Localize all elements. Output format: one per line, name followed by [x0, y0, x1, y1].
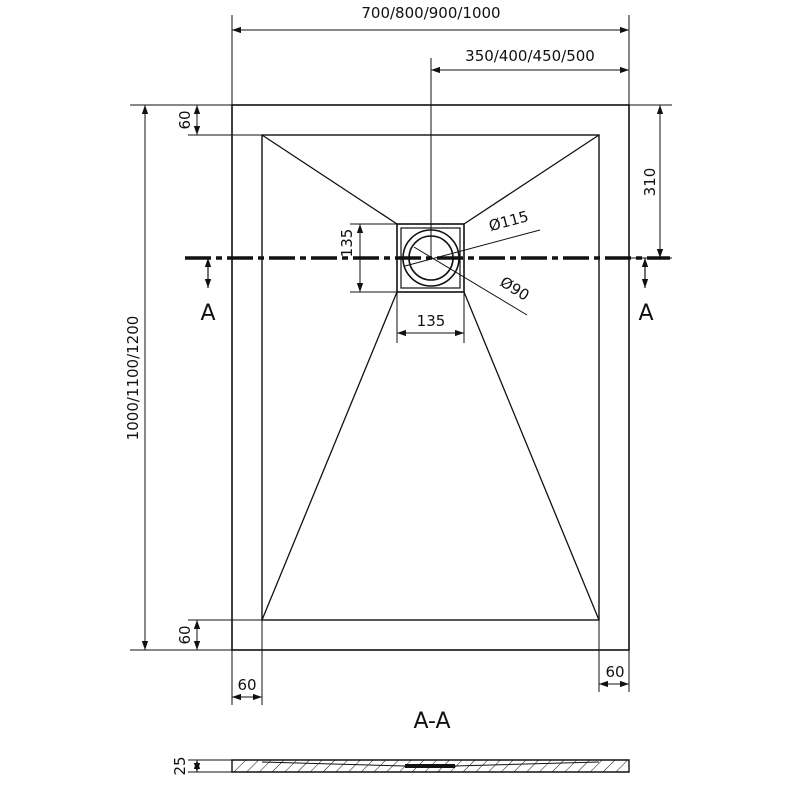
dim-rim-bottom: 60 [176, 625, 194, 644]
dim-rim-left: 60 [237, 676, 256, 694]
dim-drain-offset: 310 [641, 168, 659, 197]
section-drain [405, 764, 455, 768]
section-view [231, 759, 630, 773]
dim-drain-box-width: 135 [417, 312, 446, 330]
dim-drain-box-height: 135 [338, 229, 356, 258]
section-marker-left: A [200, 301, 215, 326]
extension-lines [130, 15, 672, 773]
dim-rim-right: 60 [605, 663, 624, 681]
dim-half-width: 350/400/450/500 [465, 47, 595, 65]
section-line [185, 256, 670, 288]
dim-rim-top: 60 [176, 110, 194, 129]
dim-total-width: 700/800/900/1000 [361, 4, 500, 22]
slope-lines [261, 134, 600, 621]
dim-thickness: 25 [171, 756, 189, 775]
dim-total-length: 1000/1100/1200 [124, 316, 142, 441]
section-title: A-A [413, 709, 450, 734]
dimension-lines [141, 26, 664, 772]
section-marker-right: A [638, 301, 653, 326]
dim-drain-outer-diameter: Ø115 [487, 207, 531, 235]
